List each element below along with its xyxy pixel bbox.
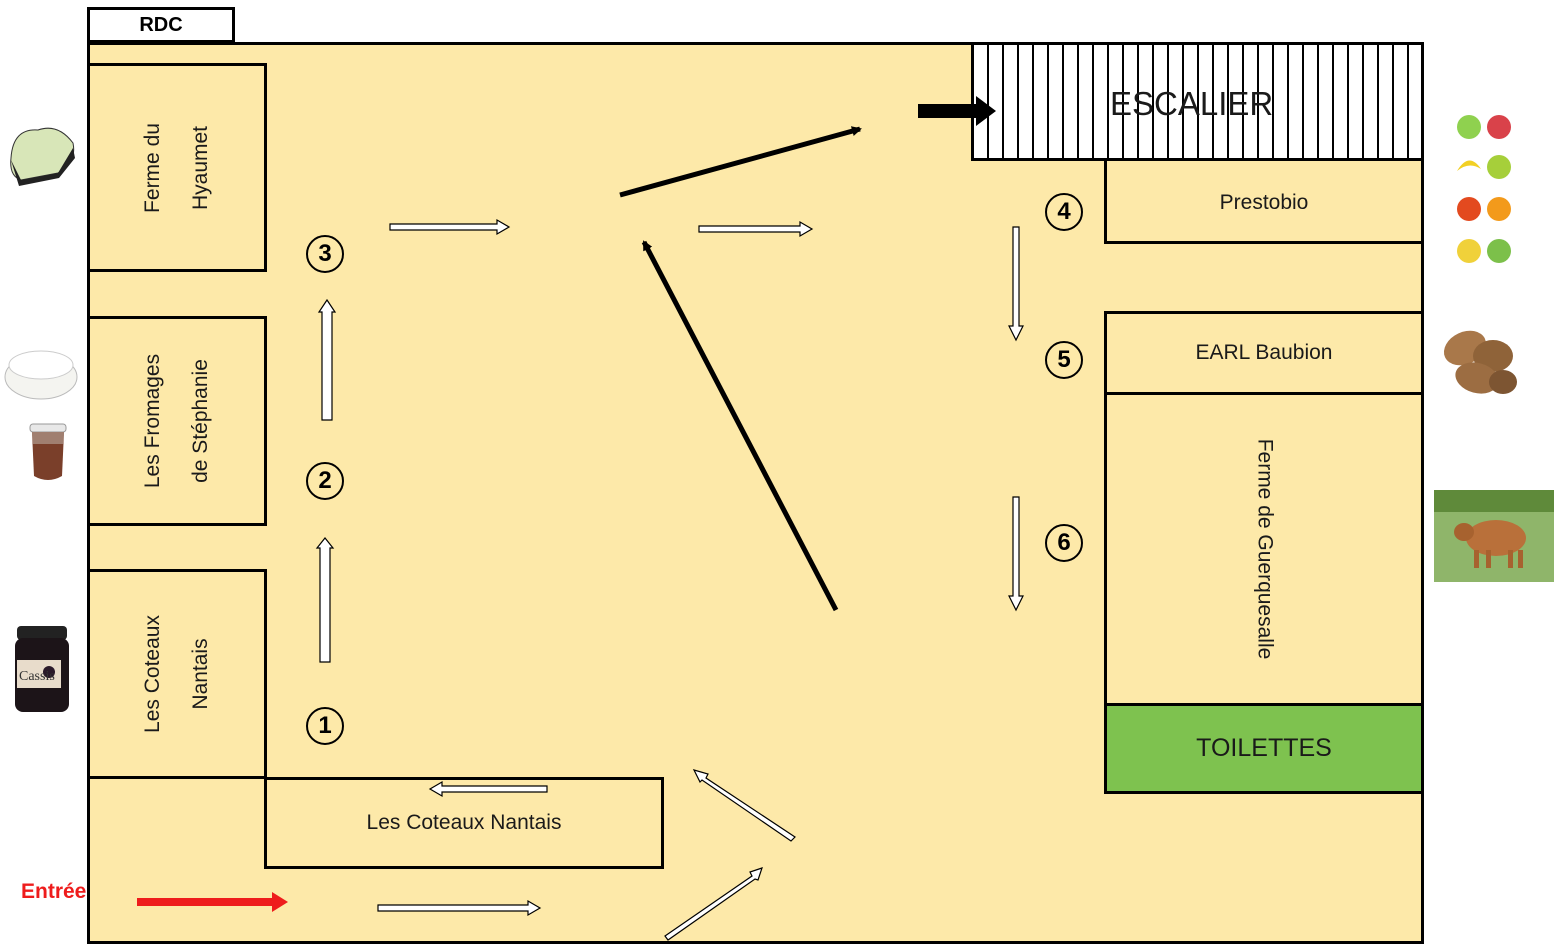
entrance-label: Entrée [21,880,87,903]
stall-les-coteaux-nantais-left: Les Coteaux Nantais [87,569,267,779]
hollow-arrow [317,298,337,421]
marker-6: 6 [1045,524,1083,562]
cheese-heart-icon [10,127,75,186]
toilets-label: TOILETTES [1196,734,1332,762]
stall-les-fromages-de-stephanie: Les Fromages de Stéphanie [87,316,267,526]
stall-label: Prestobio [1219,191,1309,214]
toilets: TOILETTES [1104,703,1424,794]
cow-icon [1434,490,1554,582]
potatoes-icon [1443,330,1517,394]
hollow-arrow [698,220,814,238]
marker-5: 5 [1045,341,1083,379]
hollow-arrow [315,537,335,663]
fruits-vegetables-icon [1457,115,1511,263]
fresh-cheese-icon [4,350,78,400]
marker-4: 4 [1045,193,1083,231]
floor-tab: RDC [87,7,235,43]
cassis-jam-jar-icon: Cassis [15,626,69,712]
stairs [971,42,1424,161]
stall-label: EARL Baubion [1195,341,1333,364]
hollow-arrow [1008,496,1024,612]
hollow-arrow [692,769,796,842]
marker-1: 1 [306,707,344,745]
hollow-arrow [389,218,511,236]
jam-label: Cassis [19,669,55,684]
hollow-arrow [377,899,542,917]
stairs-arrow [918,96,996,126]
stall-ferme-de-guerquesalle: Ferme de Guerquesalle [1104,392,1424,706]
stall-label: Les Coteaux Nantais [366,811,562,834]
stall-prestobio: Prestobio [1104,158,1424,244]
yogurt-jar-icon [29,423,67,480]
entrance-arrow [137,892,288,912]
hollow-arrow [664,867,763,941]
marker-3: 3 [306,235,344,273]
black-arrow [619,126,862,198]
stall-ferme-du-hyaumet: Ferme du Hyaumet [87,63,267,272]
hollow-arrow [428,780,548,798]
stairs-label: ESCALIER [1110,85,1274,122]
marker-2: 2 [306,462,344,500]
hollow-arrow [1008,226,1024,342]
black-arrow [641,240,839,612]
